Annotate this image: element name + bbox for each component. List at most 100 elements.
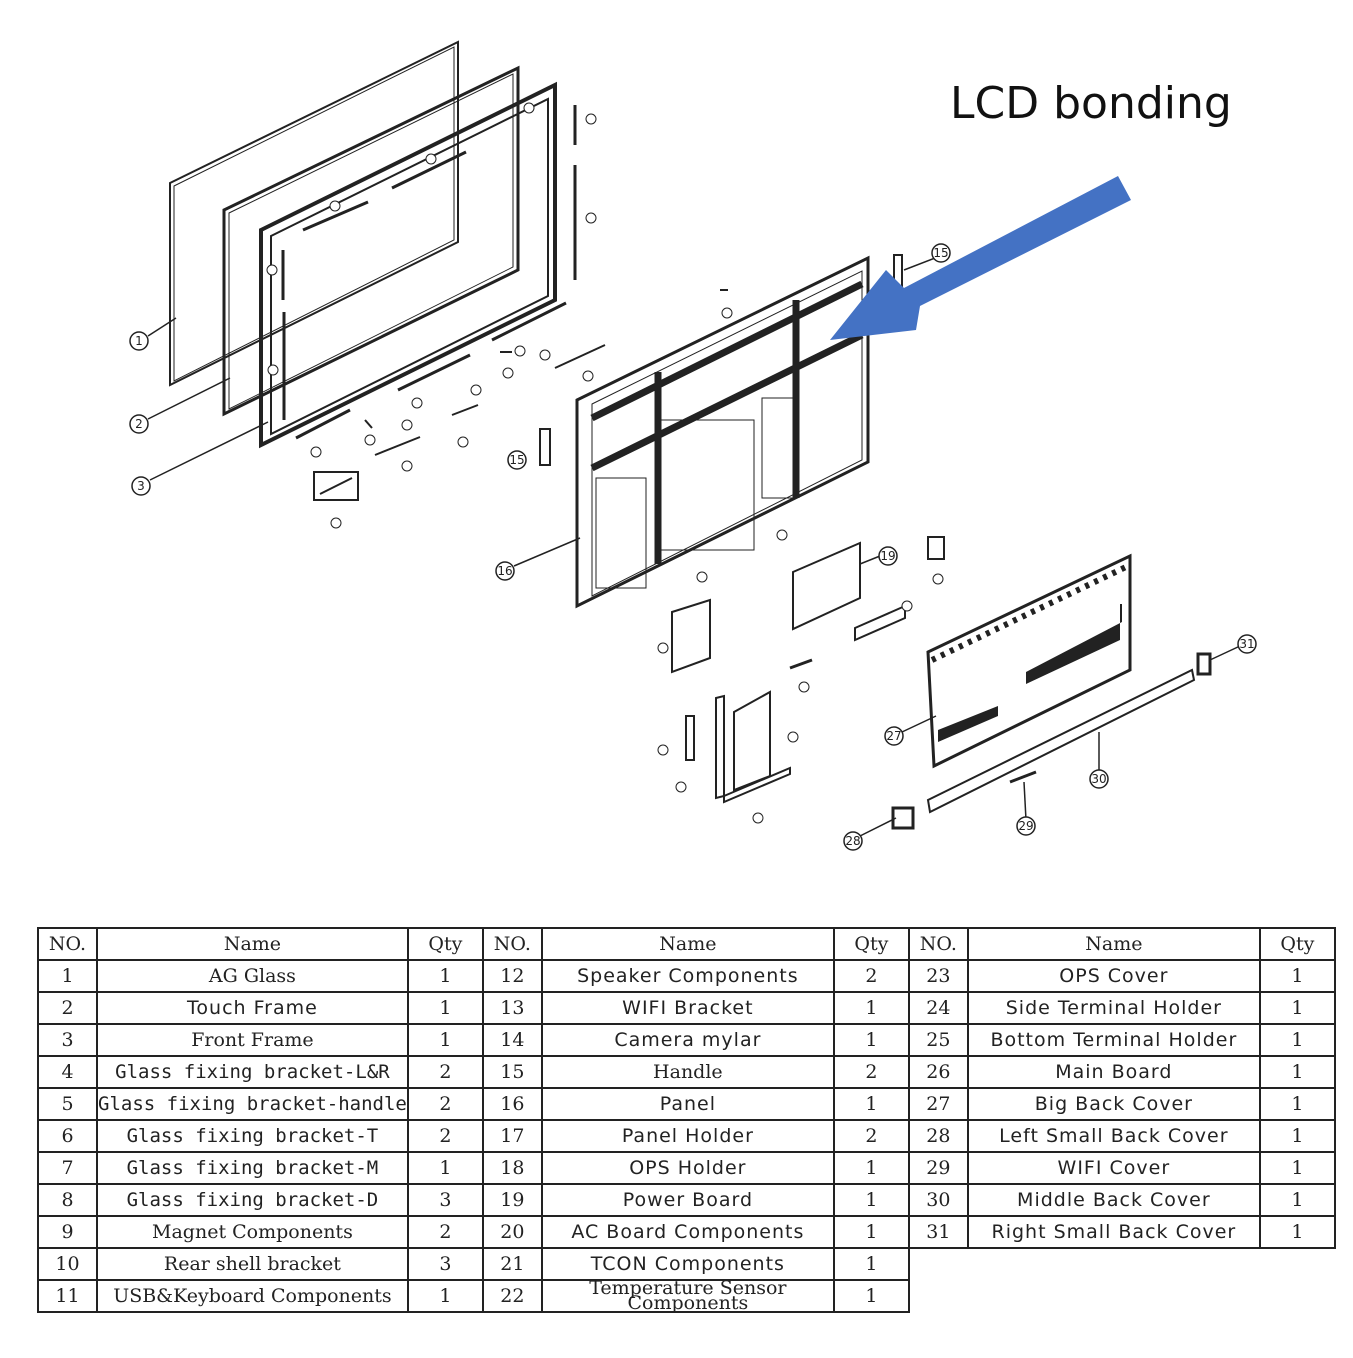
part-name: Speaker Components [540, 959, 835, 993]
front-frame [259, 81, 557, 449]
big-back-cover [926, 553, 1132, 769]
part-no: 31 [907, 1215, 969, 1249]
part-no: 9 [37, 1215, 98, 1249]
part-no: 22 [481, 1279, 543, 1313]
part-name: Camera mylar [540, 1023, 835, 1057]
part-name: Front Frame [96, 1023, 409, 1057]
part-qty: 2 [832, 1055, 910, 1089]
header-name: Name [96, 927, 409, 961]
part-qty: 2 [406, 1215, 484, 1249]
part-no: 8 [37, 1183, 98, 1217]
ag-glass [169, 40, 459, 387]
part-qty: 3 [406, 1247, 484, 1281]
callout-15-left: 15 [509, 453, 524, 467]
callout-2: 2 [135, 417, 143, 431]
part-no: 21 [481, 1247, 543, 1281]
part-name: Bottom Terminal Holder [966, 1023, 1261, 1057]
part-qty: 1 [1258, 1151, 1336, 1185]
part-no: 25 [907, 1023, 969, 1057]
part-qty: 1 [1258, 1119, 1336, 1153]
part-no: 5 [37, 1087, 98, 1121]
part-no: 14 [481, 1023, 543, 1057]
part-name: Panel Holder [540, 1119, 835, 1153]
touch-frame-inner [228, 73, 514, 410]
part-qty: 1 [406, 959, 484, 993]
part-qty: 2 [406, 1055, 484, 1089]
part-no: 18 [481, 1151, 543, 1185]
part-no: 1 [37, 959, 98, 993]
ops-holder [671, 598, 711, 674]
header-qty: Qty [832, 927, 910, 961]
ac-board [927, 536, 945, 560]
part-name: Big Back Cover [966, 1087, 1261, 1121]
part-no: 16 [481, 1087, 543, 1121]
part-no: 29 [907, 1151, 969, 1185]
bottom-terminal-holder [723, 766, 791, 804]
callout-15-right: 15 [933, 246, 948, 260]
part-qty: 1 [1258, 1215, 1336, 1249]
header-no: NO. [37, 927, 98, 961]
part-qty: 1 [406, 1023, 484, 1057]
part-no: 11 [37, 1279, 98, 1313]
callout-1: 1 [135, 334, 143, 348]
part-qty: 3 [406, 1183, 484, 1217]
callout-19: 19 [880, 549, 895, 563]
header-qty: Qty [406, 927, 484, 961]
part-name: Main Board [966, 1055, 1261, 1089]
panel [575, 255, 870, 609]
part-no: 6 [37, 1119, 98, 1153]
panel-inner [591, 270, 863, 597]
ag-glass-inner [173, 46, 455, 382]
part-name: WIFI Cover [966, 1151, 1261, 1185]
part-no: 20 [481, 1215, 543, 1249]
part-no: 15 [481, 1055, 543, 1089]
part-no: 4 [37, 1055, 98, 1089]
part-name: Touch Frame [96, 991, 409, 1025]
exploded-view-diagram: 1 2 3 16 15 15 19 27 31 30 29 28 [129, 40, 1257, 851]
main-board [733, 690, 771, 792]
part-no: 26 [907, 1055, 969, 1089]
part-name: Glass fixing bracket-M [96, 1151, 409, 1185]
empty-cell [968, 1248, 1260, 1280]
part-qty: 1 [1258, 1023, 1336, 1057]
empty-cell [1260, 1280, 1335, 1312]
header-name: Name [540, 927, 835, 961]
part-qty: 2 [832, 1119, 910, 1153]
part-qty: 1 [1258, 1087, 1336, 1121]
callout-30: 30 [1091, 772, 1106, 786]
lcd-bonding-annotation: LCD bonding [950, 78, 1232, 129]
part-no: 17 [481, 1119, 543, 1153]
callout-28: 28 [845, 834, 860, 848]
part-qty: 2 [406, 1119, 484, 1153]
callout-31: 31 [1239, 637, 1254, 651]
part-name: Temperature Sensor Components [540, 1279, 835, 1313]
part-qty: 2 [406, 1087, 484, 1121]
part-name: Right Small Back Cover [966, 1215, 1261, 1249]
part-qty: 1 [406, 1279, 484, 1313]
part-qty: 1 [832, 1215, 910, 1249]
part-name: Side Terminal Holder [966, 991, 1261, 1025]
callout-27: 27 [886, 729, 901, 743]
part-name: WIFI Bracket [540, 991, 835, 1025]
callout-29: 29 [1018, 819, 1033, 833]
part-qty: 1 [406, 991, 484, 1025]
ops-cover [685, 715, 695, 761]
part-no: 28 [907, 1119, 969, 1153]
part-no: 12 [481, 959, 543, 993]
part-qty: 1 [406, 1151, 484, 1185]
part-name: USB&Keyboard Components [96, 1279, 409, 1313]
header-name: Name [966, 927, 1261, 961]
part-no: 13 [481, 991, 543, 1025]
part-name: Handle [540, 1055, 835, 1089]
part-qty: 1 [1258, 959, 1336, 993]
side-terminal-holder [715, 694, 725, 800]
part-qty: 1 [832, 1183, 910, 1217]
